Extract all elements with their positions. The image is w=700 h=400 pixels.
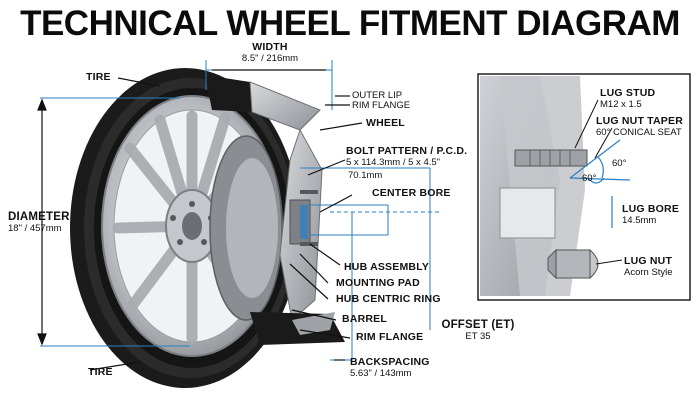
width-value: 8.5" / 216mm — [241, 53, 299, 64]
width-label: WIDTH 8.5" / 216mm — [230, 41, 310, 65]
tire-bottom-label: TIRE — [88, 366, 113, 378]
backspacing-label: BACKSPACING 5.63" / 143mm — [350, 356, 430, 380]
offset-label: OFFSET (ET) ET 35 — [441, 319, 515, 342]
cutaway-section — [205, 75, 345, 345]
taper-angle-1: 60° — [612, 158, 627, 169]
barrel-label: BARREL — [342, 313, 387, 325]
brake-rotor — [209, 135, 283, 321]
bolt-pattern-label: BOLT PATTERN / P.C.D. 5 x 114.3mm / 5 x … — [346, 145, 468, 169]
hub-assembly-label: HUB ASSEMBLY — [344, 261, 430, 273]
mounting-pad-label: MOUNTING PAD — [336, 277, 420, 289]
leader-lines — [37, 69, 363, 371]
rim-flange-bottom-label: RIM FLANGE — [356, 331, 424, 343]
lug-nut-label: LUG NUT Acorn Style — [624, 255, 673, 279]
diameter-label: DIAMETER 18" / 457mm — [8, 211, 70, 234]
wheel-label: WHEEL — [366, 117, 405, 129]
lug-nut-taper-label: LUG NUT TAPER 60° CONICAL SEAT — [596, 115, 683, 139]
tire-top-label: TIRE — [86, 71, 111, 83]
center-bore-label: CENTER BORE — [372, 187, 451, 199]
page-title: TECHNICAL WHEEL FITMENT DIAGRAM — [20, 4, 680, 43]
bore-value-label: 70.1mm — [348, 170, 383, 181]
lug-nut — [547, 248, 599, 280]
lug-bore-label: LUG BORE 14.5mm — [622, 203, 680, 227]
lug-detail-inset — [477, 73, 691, 301]
width-title: WIDTH — [252, 41, 288, 53]
taper-angle-2: 60° — [582, 173, 597, 184]
outer-lip-label: OUTER LIP — [352, 90, 403, 101]
hub-centric-ring-label: HUB CENTRIC RING — [336, 293, 441, 305]
lug-stud-label: LUG STUD M12 x 1.5 — [600, 87, 656, 111]
rim-flange-top-label: RIM FLANGE — [352, 100, 411, 111]
